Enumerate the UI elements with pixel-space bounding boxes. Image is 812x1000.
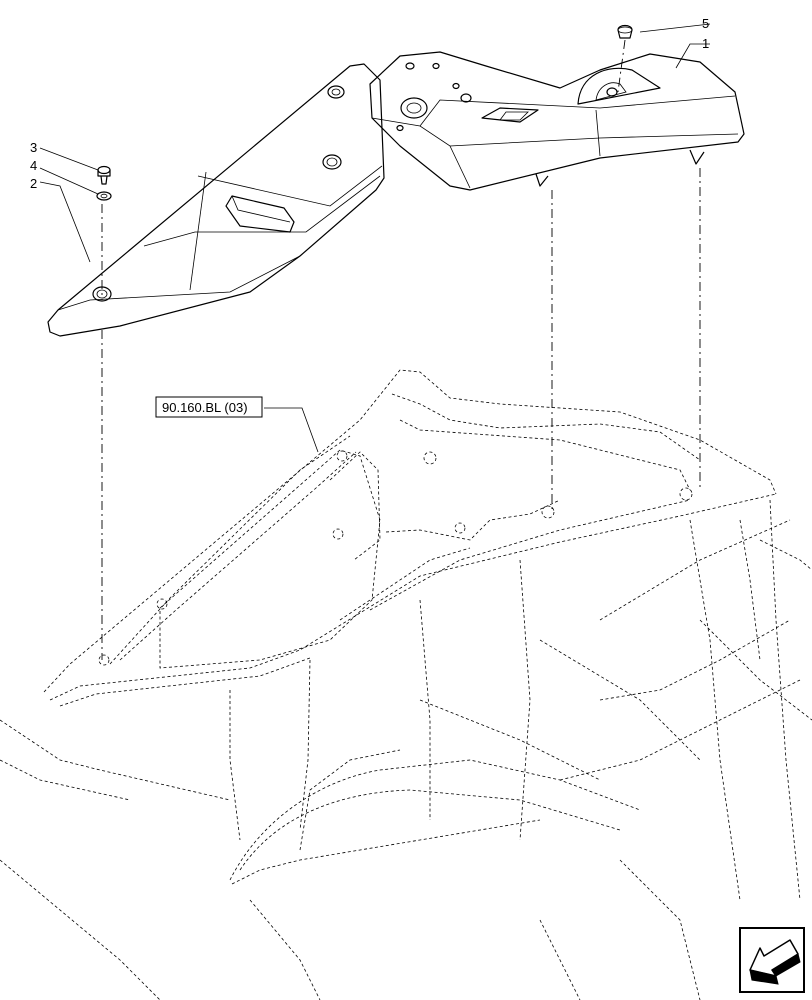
cab-frame-dotted [0, 369, 812, 1000]
reference-label: 90.160.BL (03) [162, 400, 248, 415]
explode-lines [101, 39, 701, 660]
arrow-back-icon[interactable] [739, 927, 805, 993]
callout-4: 4 [30, 158, 37, 173]
leader-lines [39, 23, 711, 453]
callout-5: 5 [702, 16, 709, 31]
callout-3: 3 [30, 140, 37, 155]
screw-part-3 [97, 165, 111, 185]
callout-1: 1 [702, 36, 709, 51]
washer-part-4 [96, 191, 112, 201]
callout-2: 2 [30, 176, 37, 191]
left-trim-panel [47, 63, 385, 337]
reference-box[interactable]: 90.160.BL (03) [155, 396, 263, 418]
right-console-panel [369, 51, 745, 191]
cap-part-5 [617, 24, 633, 39]
